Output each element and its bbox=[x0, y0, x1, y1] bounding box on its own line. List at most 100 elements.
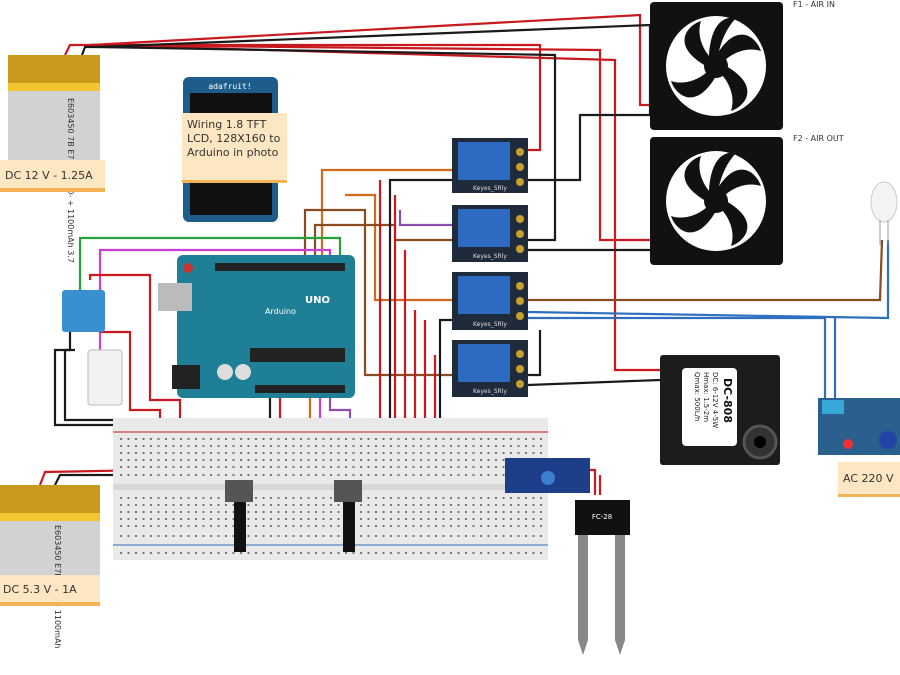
breadboard-hole bbox=[495, 535, 497, 537]
breadboard-hole bbox=[330, 518, 332, 520]
breadboard-hole bbox=[225, 474, 227, 476]
breadboard-hole bbox=[277, 552, 280, 554]
breadboard-hole bbox=[180, 445, 182, 447]
breadboard-hole bbox=[427, 452, 430, 454]
breadboard-hole bbox=[195, 459, 197, 461]
breadboard-hole bbox=[127, 452, 130, 454]
breadboard-hole bbox=[412, 452, 415, 454]
breadboard-hole bbox=[375, 552, 377, 554]
breadboard-hole bbox=[232, 459, 235, 461]
breadboard-hole bbox=[442, 518, 445, 520]
breadboard-hole bbox=[307, 452, 310, 454]
breadboard-hole bbox=[540, 504, 542, 506]
breadboard-hole bbox=[465, 525, 467, 527]
breadboard-hole bbox=[142, 504, 145, 506]
breadboard-hole bbox=[127, 474, 130, 476]
breadboard-hole bbox=[427, 474, 430, 476]
breadboard bbox=[113, 418, 548, 560]
breadboard-hole bbox=[315, 459, 317, 461]
pump-model: DC-808 bbox=[721, 378, 734, 423]
breadboard-hole bbox=[270, 445, 272, 447]
breadboard-hole bbox=[397, 525, 400, 527]
breadboard-hole bbox=[435, 452, 437, 454]
breadboard-hole bbox=[180, 466, 182, 468]
breadboard-hole bbox=[277, 474, 280, 476]
dht-sensor-icon bbox=[87, 349, 123, 406]
breadboard-hole bbox=[472, 459, 475, 461]
potentiometer-2[interactable] bbox=[334, 480, 362, 552]
relay-4: Keyes_SRly bbox=[452, 340, 528, 397]
breadboard-hole bbox=[457, 518, 460, 520]
breadboard-hole bbox=[382, 438, 385, 440]
breadboard-hole bbox=[135, 518, 137, 520]
breadboard-hole bbox=[450, 445, 452, 447]
breadboard-hole bbox=[232, 474, 235, 476]
breadboard-hole bbox=[292, 452, 295, 454]
breadboard-hole bbox=[150, 552, 152, 554]
breadboard-hole bbox=[450, 438, 452, 440]
breadboard-hole bbox=[195, 525, 197, 527]
breadboard-hole bbox=[307, 459, 310, 461]
breadboard-hole bbox=[330, 504, 332, 506]
breadboard-hole bbox=[232, 552, 235, 554]
breadboard-hole bbox=[240, 466, 242, 468]
breadboard-hole bbox=[480, 474, 482, 476]
breadboard-hole bbox=[487, 504, 490, 506]
breadboard-hole bbox=[457, 497, 460, 499]
breadboard-hole bbox=[495, 552, 497, 554]
breadboard-hole bbox=[135, 474, 137, 476]
arduino-uno: UNO Arduino bbox=[158, 255, 355, 398]
breadboard-hole bbox=[202, 459, 205, 461]
breadboard-hole bbox=[375, 459, 377, 461]
breadboard-hole bbox=[127, 459, 130, 461]
breadboard-hole bbox=[397, 452, 400, 454]
breadboard-hole bbox=[307, 504, 310, 506]
breadboard-hole bbox=[135, 452, 137, 454]
breadboard-hole bbox=[375, 518, 377, 520]
breadboard-hole bbox=[375, 445, 377, 447]
breadboard-hole bbox=[277, 525, 280, 527]
breadboard-hole bbox=[360, 518, 362, 520]
breadboard-hole bbox=[217, 504, 220, 506]
breadboard-hole bbox=[135, 459, 137, 461]
breadboard-hole bbox=[292, 459, 295, 461]
breadboard-hole bbox=[270, 474, 272, 476]
breadboard-hole bbox=[397, 438, 400, 440]
breadboard-hole bbox=[322, 535, 325, 537]
breadboard-hole bbox=[195, 511, 197, 513]
breadboard-hole bbox=[382, 459, 385, 461]
breadboard-hole bbox=[225, 466, 227, 468]
breadboard-hole bbox=[225, 504, 227, 506]
breadboard-hole bbox=[165, 525, 167, 527]
breadboard-hole bbox=[427, 511, 430, 513]
note-5v-text: DC 5.3 V - 1A bbox=[3, 583, 77, 596]
breadboard-hole bbox=[157, 445, 160, 447]
breadboard-hole bbox=[427, 445, 430, 447]
breadboard-hole bbox=[210, 552, 212, 554]
pump-dc808: DC-808 DC: 6-12V 4-5W Hmax: 1.5-2m Qmax:… bbox=[660, 355, 780, 465]
breadboard-hole bbox=[502, 525, 505, 527]
breadboard-hole bbox=[217, 466, 220, 468]
breadboard-hole bbox=[502, 445, 505, 447]
breadboard-hole bbox=[157, 474, 160, 476]
breadboard-hole bbox=[322, 459, 325, 461]
breadboard-hole bbox=[397, 504, 400, 506]
breadboard-hole bbox=[367, 552, 370, 554]
breadboard-hole bbox=[472, 452, 475, 454]
breadboard-hole bbox=[292, 474, 295, 476]
breadboard-hole bbox=[292, 511, 295, 513]
breadboard-hole bbox=[322, 466, 325, 468]
breadboard-hole bbox=[352, 452, 355, 454]
breadboard-hole bbox=[427, 552, 430, 554]
breadboard-hole bbox=[532, 511, 535, 513]
breadboard-hole bbox=[300, 466, 302, 468]
breadboard-hole bbox=[292, 518, 295, 520]
breadboard-hole bbox=[412, 474, 415, 476]
breadboard-hole bbox=[210, 525, 212, 527]
breadboard-hole bbox=[120, 466, 122, 468]
potentiometer-1[interactable] bbox=[225, 480, 253, 552]
breadboard-hole bbox=[285, 452, 287, 454]
breadboard-hole bbox=[472, 518, 475, 520]
battery-5v: E603450 E7B02-D + 1100mAh DC 5.3 V - 1A bbox=[0, 485, 100, 648]
breadboard-hole bbox=[405, 525, 407, 527]
